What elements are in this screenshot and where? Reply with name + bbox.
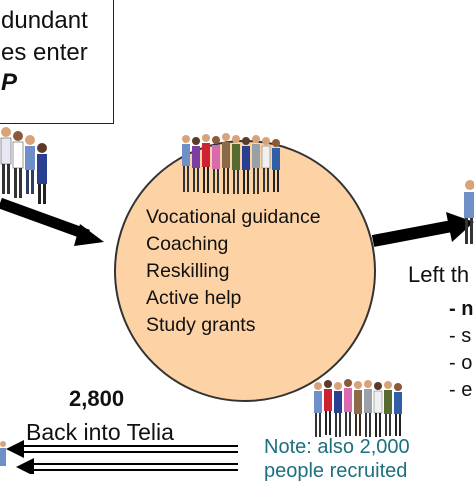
entry-box: dundant es enter P (0, 0, 114, 124)
people-group-icon (0, 441, 6, 466)
left-item-3: - o (449, 352, 473, 374)
entry-box-line-2: es enter (1, 39, 88, 66)
people-group-icon (0, 127, 47, 204)
back-into-telia-label: Back into Telia (26, 419, 174, 445)
note-line-1: Note: also 2,000 (264, 436, 410, 458)
entry-box-line-3: P (1, 69, 18, 96)
arrow-right-icon (0, 197, 104, 246)
people-group-icon (182, 133, 280, 194)
left-telia-label: Left th (408, 262, 470, 287)
service-vocational-guidance: Vocational guidance (146, 206, 321, 228)
arrow-left-icon (6, 440, 238, 458)
service-active-help: Active help (146, 287, 242, 309)
service-reskilling: Reskilling (146, 260, 230, 282)
left-item-1: - n (449, 298, 474, 320)
service-coaching: Coaching (146, 233, 229, 255)
left-item-4: - e (449, 379, 473, 401)
people-group-icon (464, 180, 474, 244)
back-count: 2,800 (69, 386, 125, 411)
left-item-2: - s (449, 325, 472, 347)
people-group-icon (314, 379, 402, 437)
note-line-2: people recruited (264, 460, 408, 482)
arrow-left-icon (16, 458, 238, 474)
service-study-grants: Study grants (146, 314, 256, 336)
entry-box-line-1: dundant (1, 7, 88, 34)
arrow-right-icon (371, 212, 474, 247)
